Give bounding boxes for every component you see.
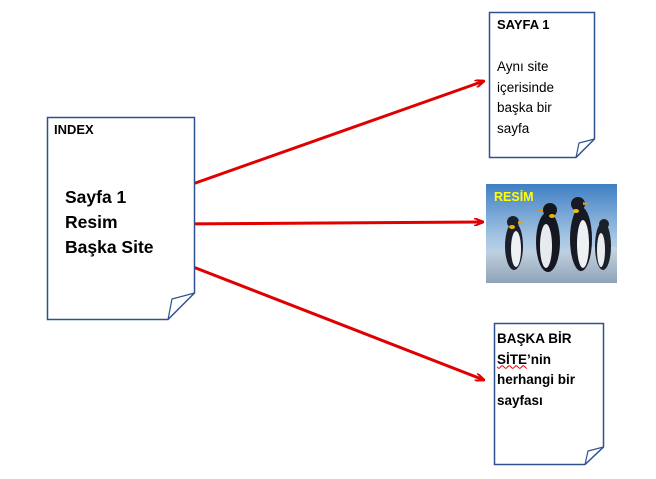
other-site-line: SİTE’nin bbox=[497, 350, 575, 371]
arrow-to-other-site bbox=[169, 256, 484, 380]
sayfa1-line: başka bir bbox=[497, 100, 552, 115]
sayfa1-title: SAYFA 1 bbox=[497, 17, 550, 32]
other-site-line: herhangi bir bbox=[497, 372, 576, 387]
arrow-to-image bbox=[169, 222, 483, 224]
link-resim[interactable]: Resim bbox=[65, 212, 118, 232]
sayfa1-description: Aynı site içerisinde başka bir sayfa bbox=[497, 57, 554, 139]
other-site-line: BAŞKA BİR bbox=[497, 331, 572, 346]
other-site-suffix: ’nin bbox=[527, 351, 552, 367]
image-label: RESİM bbox=[494, 190, 534, 204]
index-page-frame bbox=[46, 116, 196, 321]
sayfa1-line: sayfa bbox=[497, 120, 530, 136]
spellcheck-word: SİTE bbox=[497, 351, 528, 367]
other-site-page: BAŞKA BİR SİTE’nin herhangi bir sayfası bbox=[493, 322, 605, 466]
other-site-description: BAŞKA BİR SİTE’nin herhangi bir sayfası bbox=[497, 329, 575, 411]
arrow-to-sayfa1 bbox=[169, 81, 484, 194]
index-links: Sayfa 1 Resim Başka Site bbox=[65, 185, 154, 260]
sayfa1-line: Aynı site bbox=[497, 59, 549, 74]
sayfa1-line: içerisinde bbox=[497, 79, 555, 95]
index-page: INDEX Sayfa 1 Resim Başka Site bbox=[46, 116, 196, 321]
penguins-icon bbox=[486, 184, 617, 283]
other-site-line: sayfası bbox=[497, 392, 543, 408]
sayfa1-page-frame bbox=[488, 11, 596, 159]
link-baska-site[interactable]: Başka Site bbox=[65, 237, 154, 257]
index-title: INDEX bbox=[54, 122, 94, 137]
other-site-page-frame bbox=[493, 322, 605, 466]
penguins-photo: RESİM bbox=[486, 184, 617, 283]
link-sayfa1[interactable]: Sayfa 1 bbox=[65, 187, 127, 207]
sayfa1-page: SAYFA 1 Aynı site içerisinde başka bir s… bbox=[488, 11, 596, 159]
